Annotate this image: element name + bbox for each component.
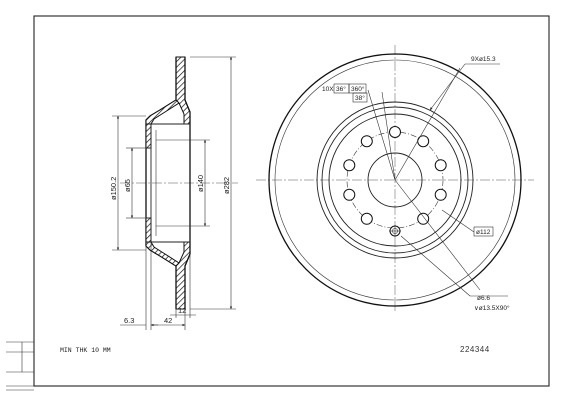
drawing-frame — [6, 15, 550, 391]
dim-6-3-label: 6.3 — [124, 316, 134, 325]
side-view: ø150.2 ø65 ø140 ø282 12 42 6.3 — [109, 56, 238, 330]
disc-section-bottom — [175, 241, 191, 310]
friction-inner-edge — [316, 101, 474, 259]
pcd-112-box — [473, 226, 494, 237]
bolt-holes-callout: 9Xø15.3 — [471, 56, 496, 63]
disc-section-top — [175, 56, 191, 125]
hub-section-top — [145, 99, 180, 125]
dim-42-label: 42 — [164, 316, 172, 325]
hub-face-bottom — [145, 217, 152, 243]
hub-outer-1 — [321, 106, 469, 254]
bolt-hole — [360, 212, 373, 225]
dim-12-label: 12 — [178, 306, 186, 315]
angle-360-label: 360° — [351, 85, 365, 93]
angle-38-box — [352, 92, 368, 103]
small-hole-countersink: ∨ø13.5X90° — [474, 304, 510, 312]
hole-count-callout: 10X — [322, 86, 334, 93]
bolt-hole — [343, 188, 356, 201]
dim-282-label: ø282 — [222, 177, 231, 194]
front-view: 9Xø15.3 10X 36° 360° 38° ø112 ø6.6 ∨ø13.… — [256, 45, 534, 312]
dim-65-label: ø65 — [123, 179, 132, 192]
disc-outer-edge — [268, 53, 522, 307]
hub-face-top — [145, 123, 152, 149]
part-number: 224344 — [460, 345, 490, 354]
pcd-112-label: ø112 — [476, 229, 491, 236]
hub-outer-2 — [328, 113, 462, 247]
bolt-hole — [434, 188, 447, 201]
bolt-hole — [343, 159, 356, 172]
dim-150-2-label: ø150.2 — [109, 177, 118, 200]
bolt-hole — [434, 159, 447, 172]
angle-38-label: 38° — [355, 94, 365, 102]
center-bore — [367, 152, 423, 208]
dim-140-label: ø140 — [196, 175, 205, 192]
disc-outer-edge-2 — [274, 59, 516, 301]
small-hole-diameter: ø6.6 — [477, 295, 490, 302]
bolt-hole — [417, 212, 430, 225]
min-thickness-note: MIN THK 10 MM — [60, 347, 111, 354]
bolt-hole — [389, 126, 401, 138]
angle-36-label: 36° — [336, 85, 346, 93]
bolt-hole — [417, 135, 430, 148]
bolt-hole-group — [343, 126, 447, 225]
bolt-hole — [360, 135, 373, 148]
